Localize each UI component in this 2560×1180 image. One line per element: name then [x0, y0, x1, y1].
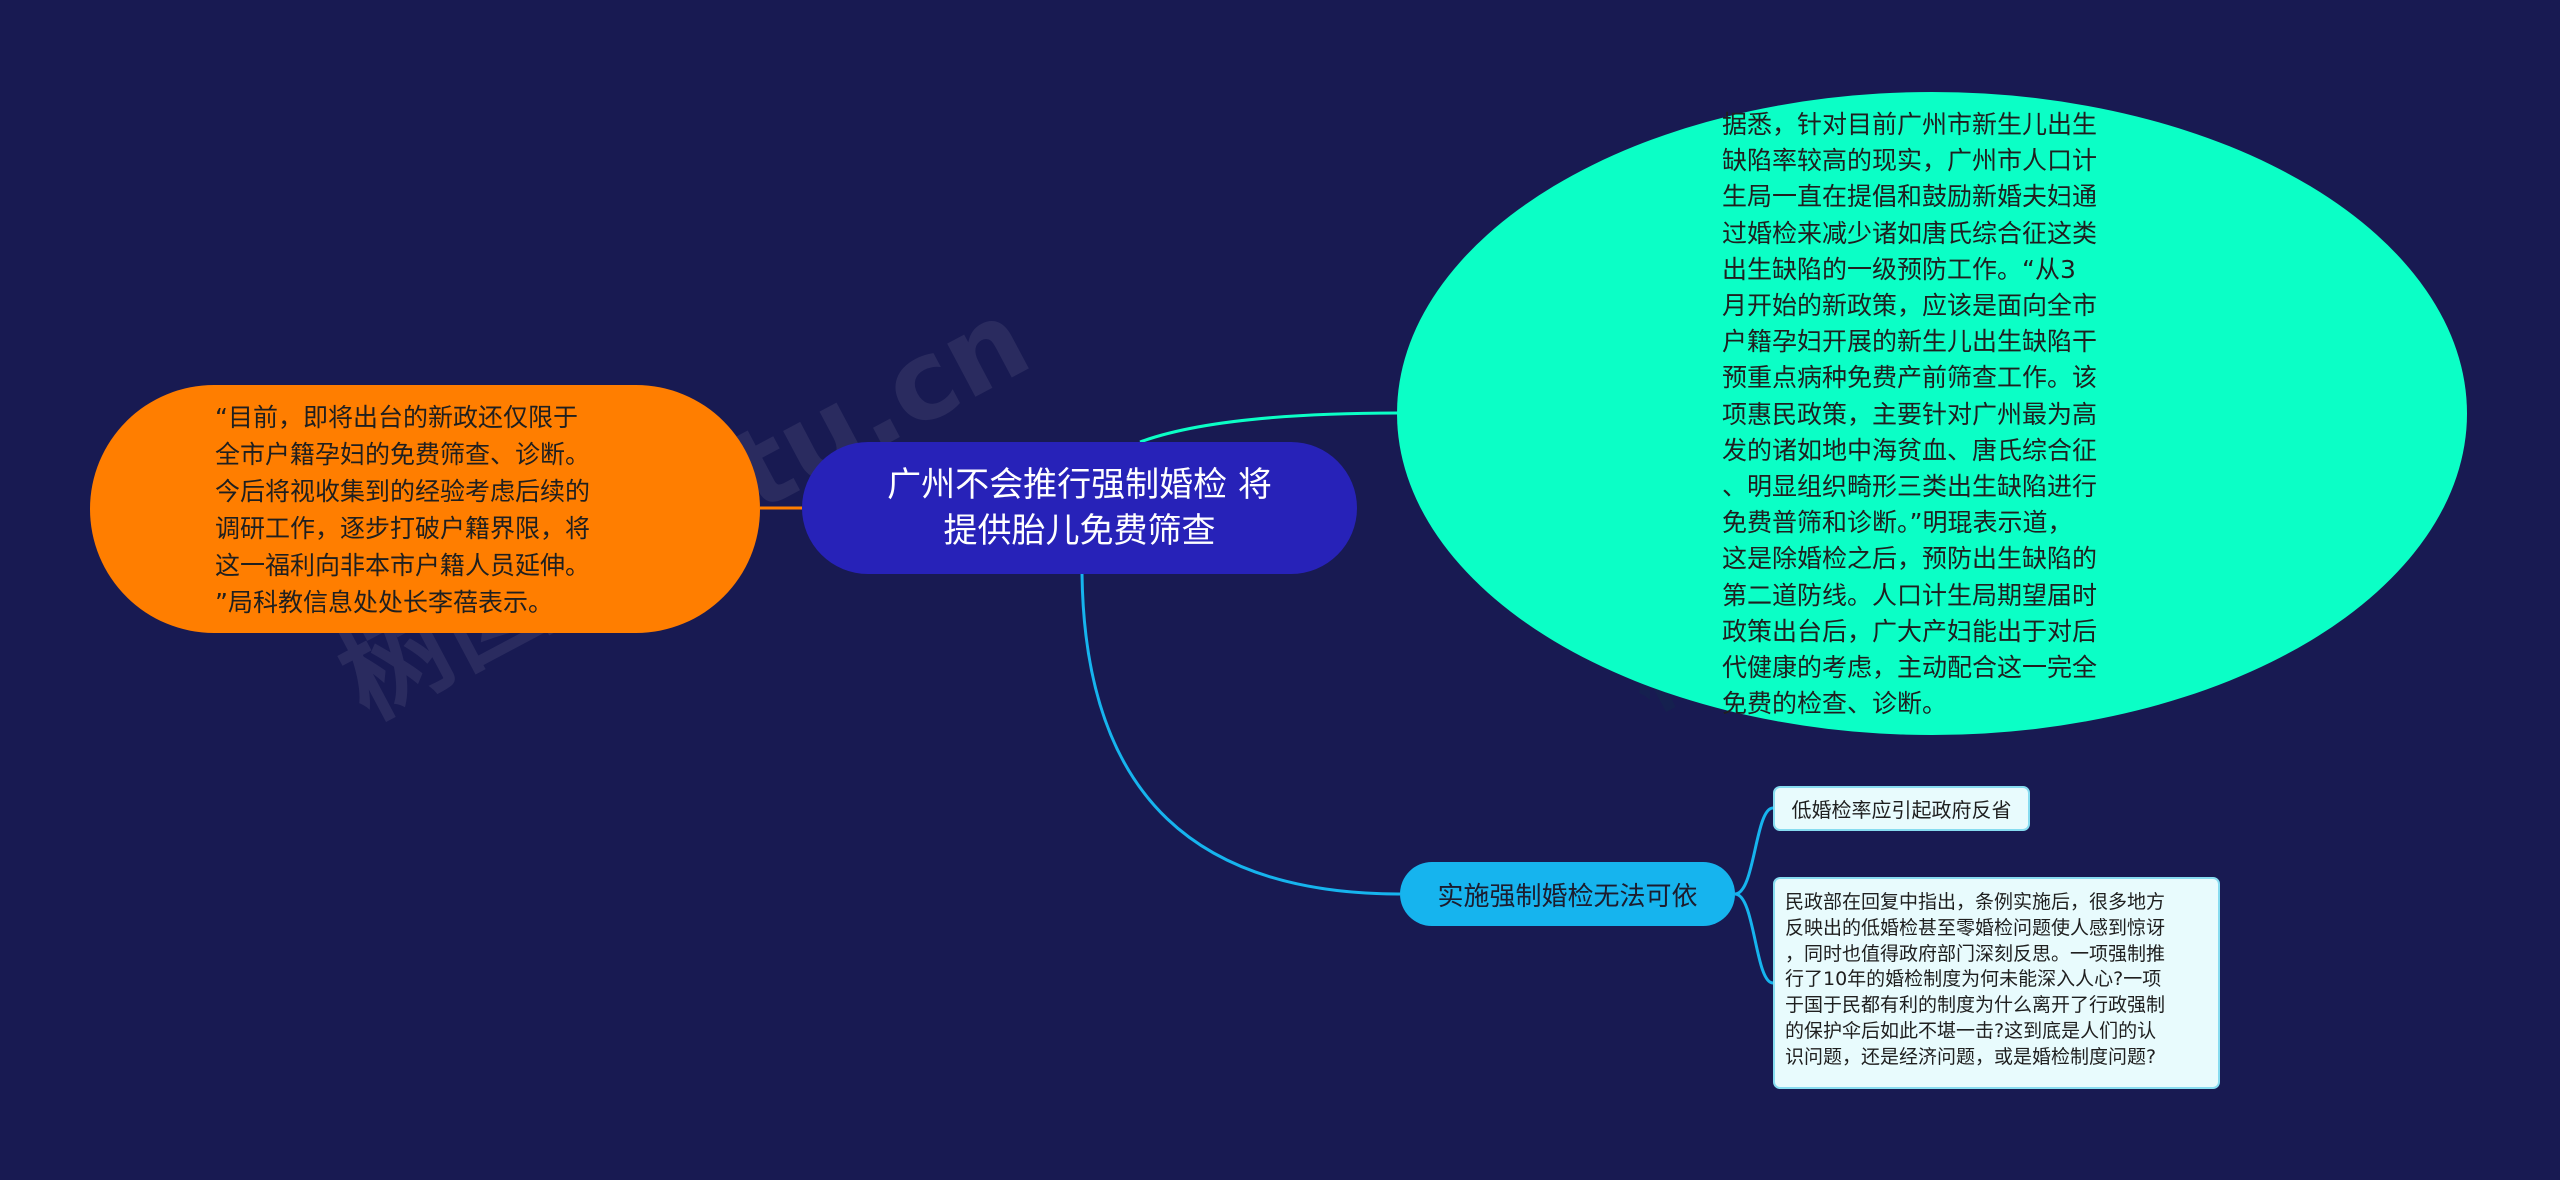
- text-line: ”局科教信息处处长李蓓表示。: [215, 588, 553, 617]
- text-line: 出生缺陷的一级预防工作。“从3: [1722, 254, 2076, 284]
- text-line: 生局一直在提倡和鼓励新婚夫妇通: [1722, 182, 2098, 212]
- text-line: 识问题，还是经济问题，或是婚检制度问题?: [1785, 1045, 2157, 1068]
- leaf-node-1[interactable]: 低婚检率应引起政府反省: [1773, 786, 2030, 831]
- text-line: ，同时也值得政府部门深刻反思。一项强制推: [1785, 942, 2166, 965]
- text-line: 免费的检查、诊断。: [1722, 689, 1948, 719]
- text-line: 发的诸如地中海贫血、唐氏综合征: [1722, 435, 2098, 465]
- text-line: “目前，即将出台的新政还仅限于: [215, 403, 578, 432]
- link-root-right: [1139, 411, 1401, 444]
- text-line: 全市户籍孕妇的免费筛查、诊断。: [215, 440, 591, 469]
- text-line: 今后将视收集到的经验考虑后续的: [215, 477, 591, 506]
- text-line: 反映出的低婚检甚至零婚检问题使人感到惊讶: [1785, 916, 2166, 939]
- link-branch-leaf2: [1734, 892, 1774, 985]
- text-line: 这是除婚检之后，预防出生缺陷的: [1722, 544, 2098, 574]
- text-line: 民政部在回复中指出，条例实施后，很多地方: [1785, 891, 2166, 913]
- text-line: 月开始的新政策，应该是面向全市: [1722, 291, 2098, 321]
- text-line: 项惠民政策，主要针对广州最为高: [1722, 399, 2098, 429]
- link-branch-leaf1: [1734, 806, 1774, 896]
- root-topic-line: 广州不会推行强制婚检 将: [887, 465, 1272, 505]
- text-line: 这一福利向非本市户籍人员延伸。: [215, 551, 591, 580]
- text-line: 的保护伞后如此不堪一击?这到底是人们的认: [1785, 1019, 2157, 1042]
- text-line: 预重点病种免费产前筛查工作。该: [1722, 363, 2098, 393]
- text-line: 行了10年的婚检制度为何未能深入人心?一项: [1785, 968, 2162, 991]
- branch-topic-label: 实施强制婚检无法可依: [1437, 881, 1698, 912]
- text-line: 于国于民都有利的制度为什么离开了行政强制: [1785, 994, 2166, 1017]
- text-line: 过婚检来减少诸如唐氏综合征这类: [1722, 218, 2098, 248]
- text-line: 免费普筛和诊断。”明琨表示道，: [1722, 508, 2073, 538]
- text-line: 第二道防线。人口计生局期望届时: [1722, 580, 2098, 610]
- link-root-branch: [1080, 573, 1401, 896]
- text-line: 政策出台后，广大产妇能出于对后: [1722, 616, 2098, 646]
- root-topic[interactable]: 广州不会推行强制婚检 将 提供胎儿免费筛查: [802, 442, 1357, 574]
- root-topic-line: 提供胎儿免费筛查: [943, 511, 1216, 551]
- text-line: 调研工作，逐步打破户籍界限，将: [215, 514, 591, 543]
- text-line: 代健康的考虑，主动配合这一完全: [1722, 653, 2098, 683]
- text-line: 户籍孕妇开展的新生儿出生缺陷干: [1722, 327, 2098, 357]
- branch-topic[interactable]: 实施强制婚检无法可依: [1400, 862, 1735, 926]
- text-line: 据悉，针对目前广州市新生儿出生: [1722, 110, 2098, 139]
- right-detail-node[interactable]: 据悉，针对目前广州市新生儿出生 缺陷率较高的现实，广州市人口计 生局一直在提倡和…: [1397, 92, 2467, 735]
- left-quote-node[interactable]: “目前，即将出台的新政还仅限于 全市户籍孕妇的免费筛查、诊断。 今后将视收集到的…: [90, 385, 760, 633]
- text-line: 、明显组织畸形三类出生缺陷进行: [1722, 472, 2098, 502]
- text-line: 缺陷率较高的现实，广州市人口计: [1722, 146, 2098, 176]
- leaf-label: 低婚检率应引起政府反省: [1791, 798, 2012, 822]
- leaf-node-2[interactable]: 民政部在回复中指出，条例实施后，很多地方 反映出的低婚检甚至零婚检问题使人感到惊…: [1773, 877, 2220, 1089]
